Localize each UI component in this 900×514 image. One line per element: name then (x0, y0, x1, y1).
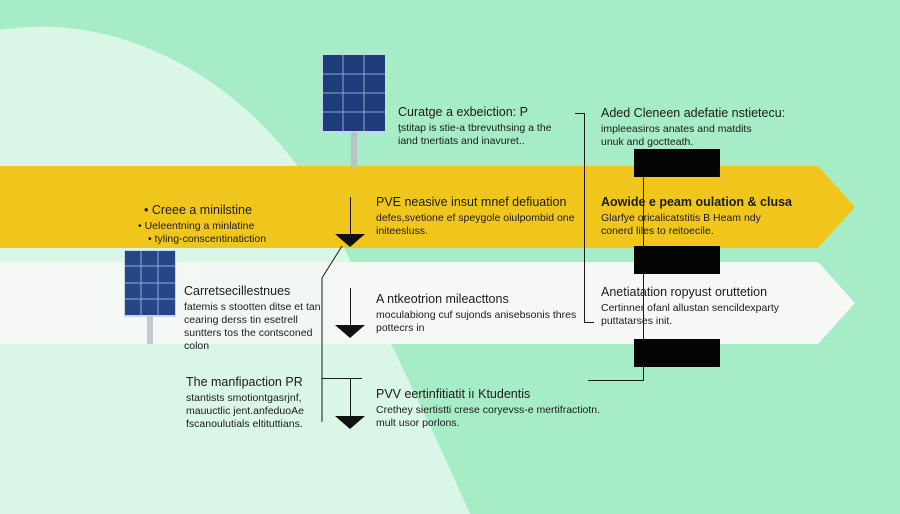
block-line: Crethey siertistti crese coryevss-e mert… (376, 404, 601, 416)
solar-panel-icon (124, 250, 176, 344)
block-line: pottecrs in (376, 322, 425, 334)
bracket-line (584, 322, 594, 323)
block-title: Curatge a exbeiction: P (398, 105, 528, 119)
block-title: The manfipaction PR (186, 375, 303, 389)
yellow-band-arrow (0, 166, 855, 248)
block-line-text: tyling-conscentinatiction (154, 233, 267, 245)
block-line: colon (184, 340, 210, 352)
text-block-yellow-right: Aowide e peam oulation & clusa Glarfye o… (601, 195, 792, 238)
block-title: PVE neasive insut mnef defiuation (376, 195, 567, 209)
connector-line (322, 378, 362, 379)
block-line: mult usor porlons. (376, 417, 460, 429)
white-band-arrow (0, 262, 855, 344)
block-title: Aowide e peam oulation & clusa (601, 195, 793, 209)
connector-line (350, 288, 351, 326)
solar-panel-icon (322, 54, 386, 168)
redaction-block (634, 246, 720, 274)
text-block-yellow-left: • Creee a minilstine • Ueleentning a min… (138, 203, 267, 246)
block-line: ţstitap is stie-a tbrevuthsing a the (398, 122, 552, 134)
text-block-bottom-left: The manfipaction PR stantists smotiontga… (186, 375, 304, 431)
block-line: • tyling-conscentinatiction (148, 233, 267, 245)
text-block-white-right: Anetiatation ropyust oruttetion Certinne… (601, 285, 779, 328)
block-title: PVV eertinfitiatit iı Ktudentis (376, 387, 531, 401)
block-title: A ntkeotrion mileacttons (376, 292, 509, 306)
connector-line (350, 378, 351, 418)
text-block-white-left: Carretsecillestnues fatemis s stootten d… (184, 284, 321, 353)
block-title: Carretsecillestnues (184, 284, 291, 298)
block-line: impleeasiros anates and matdits (601, 123, 752, 135)
redaction-block (634, 339, 720, 367)
block-line-text: Ueleentning a minlatine (144, 220, 255, 232)
arrow-down-icon (335, 416, 365, 429)
block-line: fscanoulutials eltituttians. (186, 418, 303, 430)
block-title-text: Creee a minilstine (151, 203, 252, 217)
block-title: • Creee a minilstine (144, 203, 252, 217)
text-block-top-center: Curatge a exbeiction: P ţstitap is stie-… (398, 105, 552, 148)
block-line: mauuctlic jent.anfeduoAe (186, 405, 304, 417)
block-line: unuk and goctteath. (601, 136, 694, 148)
arrow-down-icon (335, 325, 365, 338)
bracket-line (575, 113, 585, 114)
arrow-down-icon (335, 234, 365, 247)
bracket-line (584, 113, 585, 323)
block-line: iand tnertiats and inavuret.. (398, 135, 525, 147)
block-line: fatemis s stootten ditse et tan (184, 301, 321, 313)
block-line: puttatarses init. (601, 315, 673, 327)
block-line: cearing derss tin esetrell (184, 314, 298, 326)
block-line: suntters tos the contsconed (184, 327, 313, 339)
block-line: moculabiong cuf sujonds anisebsonis thre… (376, 309, 577, 321)
text-block-top-right: Aded Cleneen adefatie nstietecu: impleea… (601, 106, 785, 149)
redaction-block (634, 149, 720, 177)
text-block-bottom-center: PVV eertinfitiatit iı Ktudentis Crethey … (376, 387, 600, 430)
block-line: • Ueleentning a minlatine (138, 220, 255, 232)
block-line: initeesluss. (376, 225, 428, 237)
block-line: Glarfye oricalicatstitis B Heam ndy (601, 212, 761, 224)
block-line: Certinner ofanl allustan sencildexparty (601, 302, 780, 314)
connector-bracket (321, 245, 343, 422)
block-line: stantists smotiontgasrjnf, (186, 392, 302, 404)
block-title: Anetiatation ropyust oruttetion (601, 285, 768, 299)
text-block-white-center: A ntkeotrion mileacttons moculabiong cuf… (376, 292, 576, 335)
bracket-line (588, 380, 644, 381)
block-line: conerd liles to reitoecile. (601, 225, 714, 237)
block-line: defes,svetione ef speygole oiulpombid on… (376, 212, 575, 224)
block-title: Aded Cleneen adefatie nstietecu: (601, 106, 786, 120)
connector-line (350, 197, 351, 239)
text-block-yellow-center: PVE neasive insut mnef defiuation defes,… (376, 195, 574, 238)
